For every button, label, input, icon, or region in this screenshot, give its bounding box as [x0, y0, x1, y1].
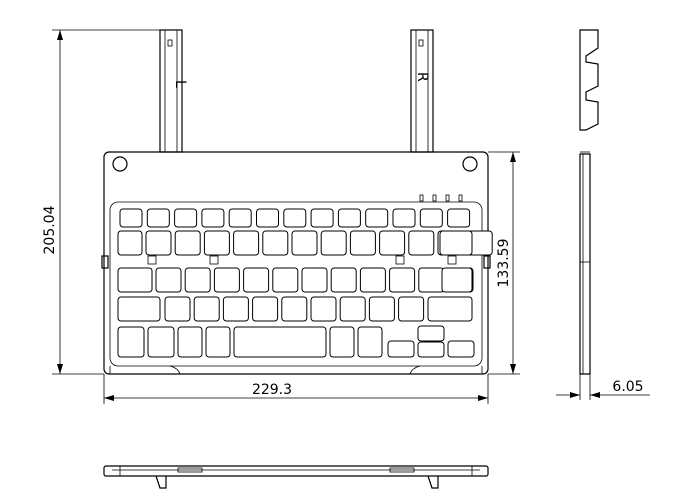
enter-key — [427, 296, 473, 322]
key — [320, 230, 347, 256]
keyboard-side-view — [579, 29, 599, 375]
key — [193, 296, 220, 322]
key — [291, 230, 318, 256]
key — [117, 230, 143, 256]
key — [418, 267, 445, 293]
key — [213, 267, 240, 293]
key — [379, 230, 406, 256]
keyboard-front-view — [101, 151, 493, 375]
function-key — [283, 208, 307, 228]
left-screw-hole — [112, 156, 128, 172]
key — [233, 230, 260, 256]
key — [408, 230, 435, 256]
caps-key — [117, 296, 161, 322]
dim-total-height-value: 205.04 — [42, 205, 58, 254]
right-screw-hole — [462, 156, 478, 172]
right-stand: R — [410, 29, 434, 153]
function-key — [256, 208, 279, 228]
key — [272, 267, 299, 293]
key — [301, 267, 328, 293]
dimension-body-height: 133.59 — [488, 151, 520, 375]
key — [262, 230, 289, 256]
function-key — [201, 208, 225, 228]
dimension-width: 229.3 — [103, 374, 489, 404]
dimension-thickness: 6.05 — [556, 374, 650, 400]
hinge-clips — [101, 255, 491, 269]
key — [117, 326, 145, 358]
left-stand-label: L — [172, 80, 188, 88]
key — [145, 230, 172, 256]
dim-thickness-value: 6.05 — [612, 379, 643, 395]
key — [174, 230, 201, 256]
function-key — [310, 208, 334, 228]
key — [368, 296, 395, 322]
key — [357, 326, 383, 358]
key — [177, 326, 203, 358]
key — [252, 296, 279, 322]
key — [330, 267, 357, 293]
function-key — [146, 208, 170, 228]
function-key — [392, 208, 416, 228]
key — [310, 296, 337, 322]
key — [349, 230, 376, 256]
key — [184, 267, 211, 293]
key — [164, 296, 191, 322]
key — [243, 267, 270, 293]
key — [155, 267, 182, 293]
function-key — [447, 208, 471, 228]
function-key — [228, 208, 252, 228]
key — [441, 267, 473, 293]
key — [329, 326, 355, 358]
arrow-right-key — [447, 340, 475, 358]
key — [389, 267, 416, 293]
function-key — [119, 208, 143, 228]
key — [222, 296, 249, 322]
indicator-leds — [419, 194, 463, 202]
arrow-left-key — [387, 340, 415, 358]
dim-body-height-value: 133.59 — [496, 239, 512, 288]
key — [281, 296, 308, 322]
dimension-total-height: 205.04 — [42, 29, 160, 375]
key-layout — [117, 208, 493, 358]
key — [147, 326, 175, 358]
arrow-down-key — [417, 341, 445, 358]
function-key — [419, 208, 443, 228]
space-key — [233, 326, 327, 358]
key — [203, 230, 230, 256]
key — [359, 267, 386, 293]
key — [398, 296, 425, 322]
key — [205, 326, 231, 358]
dim-width-value: 229.3 — [252, 382, 292, 398]
tab-key — [117, 267, 153, 293]
arrow-up-key — [417, 325, 445, 342]
left-stand: L — [159, 29, 188, 153]
backspace-key — [439, 230, 473, 256]
function-key — [337, 208, 361, 228]
key — [339, 296, 366, 322]
keyboard-bottom-view — [103, 465, 489, 489]
function-key — [365, 208, 389, 228]
right-stand-label: R — [414, 72, 430, 82]
function-key — [174, 208, 198, 228]
